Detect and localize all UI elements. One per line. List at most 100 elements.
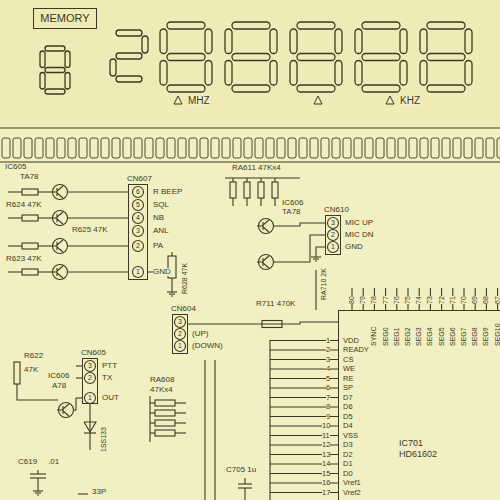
- resistor-symbol: [272, 182, 278, 198]
- ground-symbol: [167, 291, 177, 292]
- schematic-label: D5: [343, 413, 353, 421]
- lcd-contact: [90, 138, 98, 158]
- lcd-segment: [65, 73, 70, 90]
- lcd-contact: [255, 138, 263, 158]
- lcd-contact: [189, 138, 197, 158]
- wire: [8, 271, 22, 272]
- lcd-segment: [362, 22, 400, 29]
- transistor-symbol: [63, 404, 69, 409]
- resistor-symbol: [155, 430, 175, 436]
- resistor-symbol: [14, 362, 20, 384]
- schematic-label: 17: [322, 489, 330, 497]
- display-label: MEMORY: [40, 13, 89, 24]
- schematic-label: SEG6: [449, 327, 456, 346]
- schematic-label: 47K: [24, 366, 38, 374]
- schematic-label: SYNC: [370, 327, 377, 346]
- schematic-label: 78: [370, 296, 377, 304]
- transistor-symbol: [257, 225, 263, 226]
- schematic-label: 70: [460, 296, 467, 304]
- wire: [260, 178, 261, 182]
- schematic-label: SEG7: [460, 327, 467, 346]
- wire: [8, 191, 22, 192]
- lcd-segment: [45, 46, 65, 51]
- wire: [38, 217, 51, 218]
- schematic-label: A78: [52, 382, 66, 390]
- pin-circle: [328, 218, 339, 229]
- lcd-segment: [110, 59, 116, 76]
- wire: [214, 360, 215, 500]
- wire: [269, 340, 270, 500]
- schematic-label: R628 47K: [181, 263, 188, 294]
- wire: [175, 402, 186, 403]
- lcd-segment: [400, 61, 407, 86]
- lcd-segment: [160, 61, 167, 86]
- schematic-label: C705 1u: [226, 466, 256, 474]
- schematic-label: 13: [322, 451, 330, 459]
- wire: [175, 432, 186, 433]
- lcd-segment: [427, 54, 465, 61]
- lcd-segment: [45, 89, 65, 94]
- schematic-label: 80: [348, 296, 355, 304]
- pin-circle: [175, 329, 186, 340]
- lcd-contact: [409, 138, 417, 158]
- schematic-label: 47Kx4: [150, 386, 173, 394]
- schematic-label: 67: [494, 296, 500, 304]
- resistor-symbol: [22, 243, 38, 249]
- lcd-segment: [40, 73, 45, 90]
- wire: [67, 271, 128, 272]
- resistor-symbol: [155, 400, 175, 406]
- schematic-label: SEG4: [426, 327, 433, 346]
- transistor-symbol: [63, 411, 69, 416]
- lcd-contact: [13, 138, 21, 158]
- transistor-symbol: [57, 247, 63, 252]
- schematic-label: C619: [18, 458, 37, 466]
- lcd-segment: [116, 30, 142, 36]
- lcd-contact: [365, 138, 373, 158]
- lcd-segment: [232, 22, 270, 29]
- lcd-contact: [475, 138, 483, 158]
- schematic-label: SP: [343, 384, 353, 392]
- schematic-label: D3: [343, 441, 353, 449]
- schematic-label: R711 470K: [256, 300, 295, 308]
- lcd-contact: [134, 138, 142, 158]
- resistor-symbol: [22, 215, 38, 221]
- pin-circle: [85, 373, 96, 384]
- schematic-label: 5: [136, 201, 140, 208]
- schematic-label: 77: [382, 296, 389, 304]
- pin-circle: [175, 317, 186, 328]
- lcd-contact: [79, 138, 87, 158]
- lcd-contact: [321, 138, 329, 158]
- indicator-triangle: [314, 96, 322, 104]
- lcd-segment: [355, 61, 362, 86]
- schematic-label: 4: [326, 365, 330, 373]
- schematic-label: 1: [136, 268, 140, 275]
- wire: [315, 252, 316, 257]
- lcd-segment: [297, 85, 335, 92]
- lcd-contact: [112, 138, 120, 158]
- lcd-contact: [277, 138, 285, 158]
- lcd-contact: [101, 138, 109, 158]
- transistor-symbol: [57, 273, 63, 278]
- schematic-label: R625 47K: [72, 226, 108, 234]
- schematic-label: 14: [322, 460, 330, 468]
- lcd-segment: [160, 29, 167, 54]
- transistor-symbol: [57, 240, 63, 245]
- schematic-label: 1SS133: [100, 427, 107, 452]
- schematic-label: 10: [322, 422, 330, 430]
- wire: [244, 488, 245, 500]
- resistor-symbol: [22, 189, 38, 195]
- ground-symbol: [37, 494, 39, 495]
- diode-symbol: [84, 432, 96, 433]
- schematic-label: R BEEP: [153, 188, 182, 196]
- schematic-label: 79: [359, 296, 366, 304]
- lcd-contact: [123, 138, 131, 158]
- schematic-label: 4: [136, 214, 140, 221]
- wire: [225, 177, 300, 178]
- schematic-label: 15: [322, 470, 330, 478]
- lcd-contact: [288, 138, 296, 158]
- lcd-segment: [290, 29, 297, 54]
- schematic-label: SEG5: [438, 327, 445, 346]
- schematic-label: 2: [326, 346, 330, 354]
